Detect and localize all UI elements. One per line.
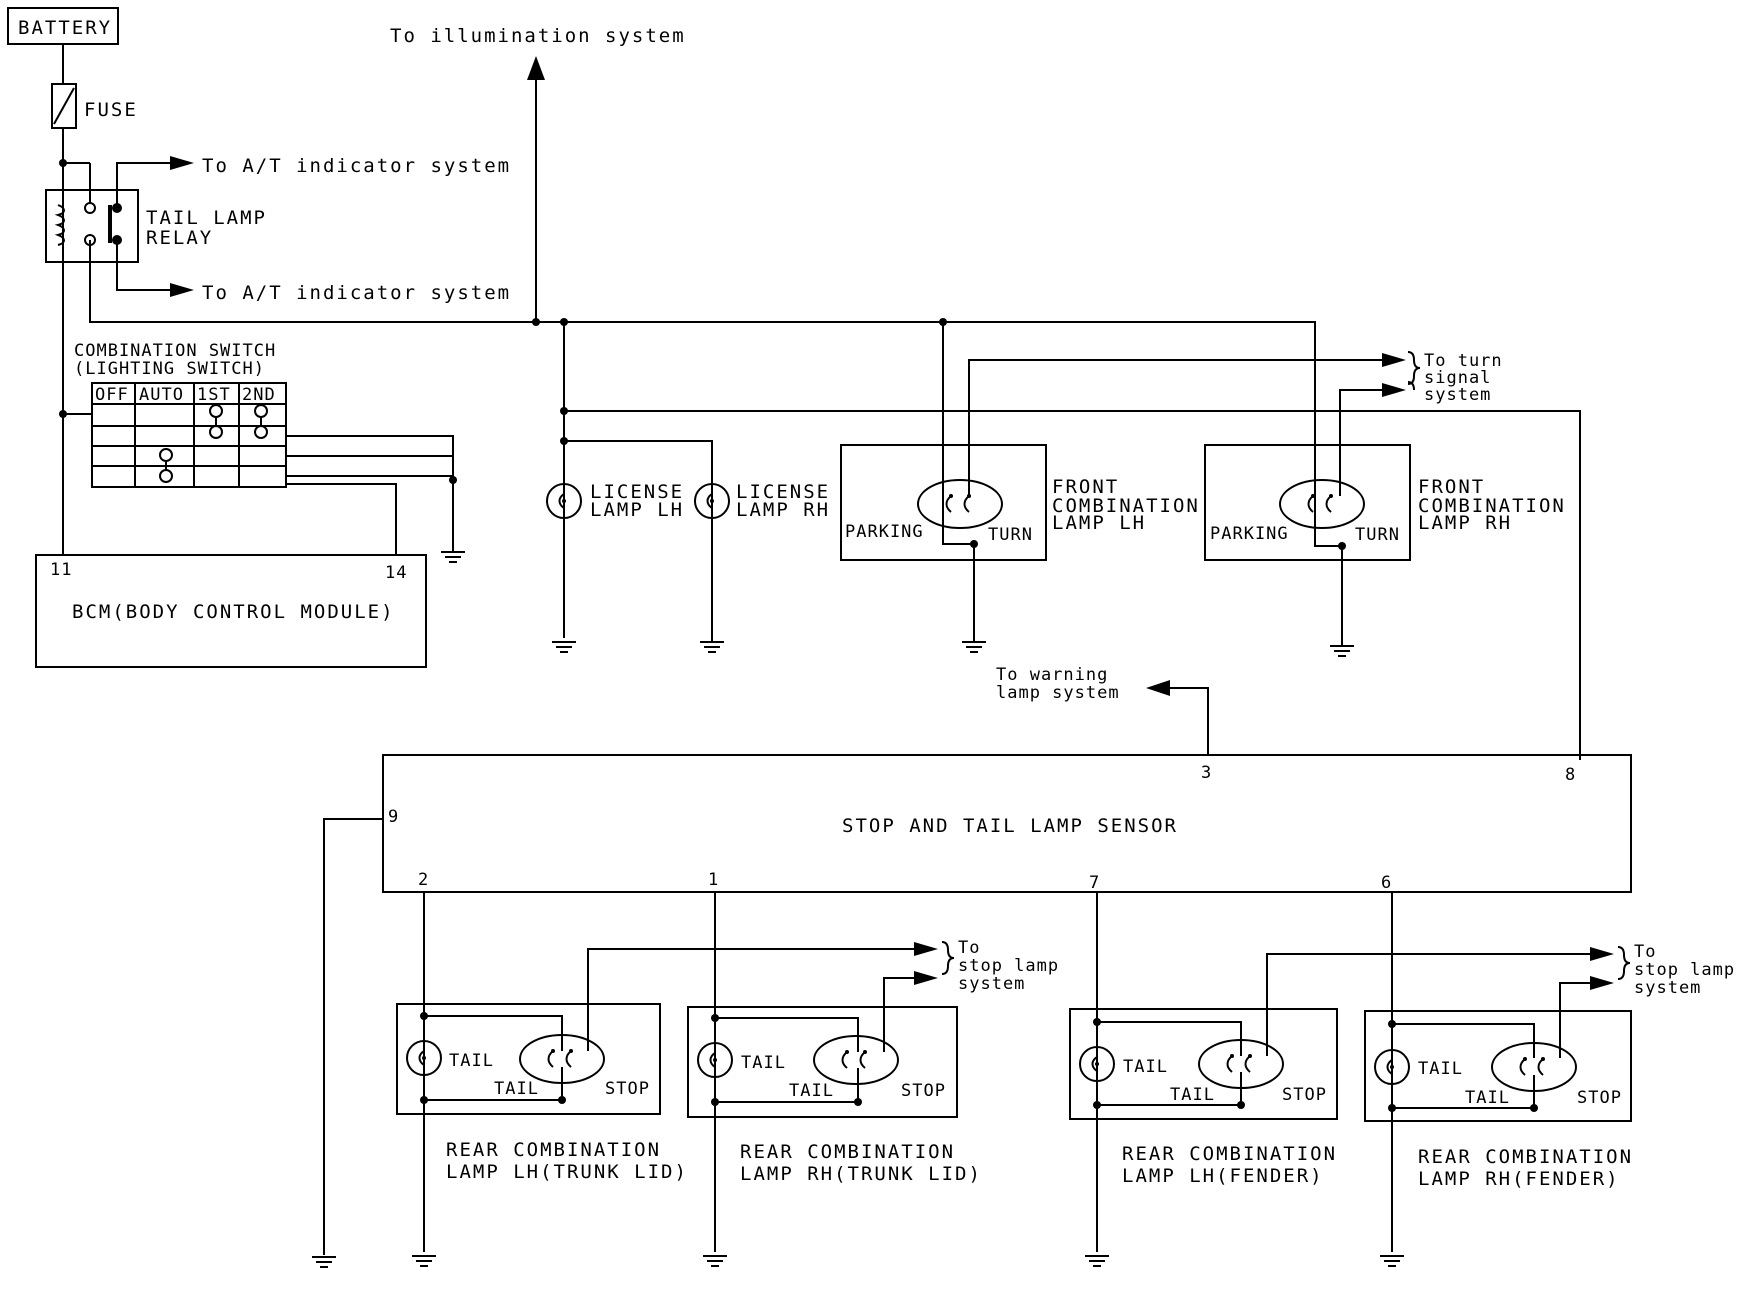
front-lh-parking: PARKING: [845, 522, 924, 542]
to-warning-lamp-system: To warning lamp system: [996, 665, 1120, 703]
rear-rh-fender-tail-2: TAIL: [1465, 1088, 1510, 1108]
front-rh-parking: PARKING: [1210, 524, 1289, 544]
to-stop-2-3: system: [1634, 978, 1701, 998]
license-rh-2: LAMP RH: [736, 499, 830, 521]
rear-lh-fender-2: LAMP LH(FENDER): [1122, 1165, 1324, 1187]
front-combination-lamp-lh: PARKING TURN FRONT COMBINATION LAMP LH: [840, 444, 1200, 561]
rear-lh-fender-caption: REAR COMBINATION LAMP LH(FENDER): [1122, 1143, 1337, 1187]
switch-pos-auto: AUTO: [139, 385, 184, 405]
battery-label: BATTERY: [18, 17, 112, 39]
license-lh-1: LICENSE: [590, 481, 684, 503]
rear-lh-trunk-tail-2: TAIL: [494, 1079, 539, 1099]
rear-rh-fender-2: LAMP RH(FENDER): [1418, 1168, 1620, 1190]
to-stop-1-3: system: [958, 974, 1025, 994]
to-at-indicator-2: To A/T indicator system: [202, 282, 511, 304]
stop-tail-lamp-sensor: STOP AND TAIL LAMP SENSOR 3 8 9 2 1 7 6: [382, 754, 1632, 893]
rear-combination-lamp-rh-fender: TAIL TAIL STOP: [1364, 1010, 1632, 1122]
sensor-pin-7: 7: [1089, 873, 1100, 893]
tail-lamp-relay: TAIL LAMP RELAY: [45, 189, 267, 263]
rear-lh-fender-stop: STOP: [1282, 1085, 1327, 1105]
combination-switch-title: COMBINATION SWITCH: [74, 341, 276, 361]
to-turn-2: signal: [1424, 368, 1491, 388]
license-lamp-lh: LICENSE LAMP LH: [590, 481, 684, 521]
front-lh-1: FRONT: [1052, 476, 1119, 498]
fuse: FUSE: [51, 83, 138, 129]
sensor-pin-6: 6: [1381, 873, 1392, 893]
to-turn-signal-system: To turn signal system: [1424, 351, 1503, 405]
license-rh-1: LICENSE: [736, 481, 830, 503]
rear-lh-trunk-1: REAR COMBINATION: [446, 1139, 661, 1161]
bcm-pin-14: 14: [385, 563, 407, 583]
switch-pos-2nd: 2ND: [242, 385, 276, 405]
front-lh-2: COMBINATION: [1052, 495, 1200, 517]
sensor-pin-2: 2: [418, 870, 429, 890]
to-stop-lamp-system-2: To stop lamp system: [1634, 942, 1735, 998]
rear-rh-trunk-tail-1: TAIL: [741, 1053, 786, 1073]
rear-combination-lamp-lh-trunk: TAIL TAIL STOP: [396, 1003, 661, 1115]
license-lamp-rh: LICENSE LAMP RH: [736, 481, 830, 521]
relay-label-2: RELAY: [146, 227, 213, 249]
rear-rh-trunk-stop: STOP: [901, 1081, 946, 1101]
combination-switch-label: COMBINATION SWITCH (LIGHTING SWITCH): [74, 341, 276, 379]
bcm-label: BCM(BODY CONTROL MODULE): [72, 601, 395, 623]
rear-combination-lamp-lh-fender: TAIL TAIL STOP: [1069, 1008, 1338, 1120]
rear-lh-fender-tail-2: TAIL: [1170, 1085, 1215, 1105]
rear-rh-trunk-caption: REAR COMBINATION LAMP RH(TRUNK LID): [740, 1141, 982, 1185]
to-turn-1: To turn: [1424, 351, 1503, 371]
to-stop-lamp-system-1: To stop lamp system: [958, 938, 1059, 994]
rear-rh-fender-1: REAR COMBINATION: [1418, 1146, 1633, 1168]
combination-switch-subtitle: (LIGHTING SWITCH): [74, 359, 265, 379]
rear-lh-trunk-stop: STOP: [605, 1079, 650, 1099]
to-turn-3: system: [1424, 385, 1491, 405]
bcm-module: 11 14 BCM(BODY CONTROL MODULE): [35, 554, 427, 668]
to-warning-2: lamp system: [996, 683, 1120, 703]
front-rh-2: COMBINATION: [1418, 495, 1566, 517]
switch-pos-off: OFF: [95, 385, 129, 405]
to-illumination-system: To illumination system: [390, 25, 686, 47]
rear-rh-trunk-tail-2: TAIL: [789, 1081, 834, 1101]
rear-lh-trunk-caption: REAR COMBINATION LAMP LH(TRUNK LID): [446, 1139, 688, 1183]
sensor-pin-3: 3: [1201, 763, 1212, 783]
front-lh-3: LAMP LH: [1052, 512, 1146, 534]
to-warning-1: To warning: [996, 665, 1108, 685]
front-lh-turn: TURN: [988, 525, 1033, 545]
sensor-pin-1: 1: [708, 870, 719, 890]
to-at-indicator-1: To A/T indicator system: [202, 155, 511, 177]
rear-lh-trunk-2: LAMP LH(TRUNK LID): [446, 1161, 688, 1183]
license-lh-2: LAMP LH: [590, 499, 684, 521]
rear-rh-fender-tail-1: TAIL: [1418, 1059, 1463, 1079]
to-stop-2-2: stop lamp: [1634, 960, 1735, 980]
relay-label-1: TAIL LAMP: [146, 207, 267, 229]
rear-lh-fender-tail-1: TAIL: [1123, 1057, 1168, 1077]
rear-combination-lamp-rh-trunk: TAIL TAIL STOP: [687, 1006, 958, 1118]
front-combination-lamp-rh: PARKING TURN FRONT COMBINATION LAMP RH: [1204, 444, 1566, 561]
switch-pos-1st: 1ST: [197, 385, 231, 405]
front-rh-1: FRONT: [1418, 476, 1485, 498]
bcm-pin-11: 11: [50, 560, 72, 580]
sensor-pin-9: 9: [388, 807, 399, 827]
rear-lh-fender-1: REAR COMBINATION: [1122, 1143, 1337, 1165]
rear-rh-trunk-2: LAMP RH(TRUNK LID): [740, 1163, 982, 1185]
sensor-label: STOP AND TAIL LAMP SENSOR: [842, 815, 1178, 837]
rear-lh-trunk-tail-1: TAIL: [449, 1051, 494, 1071]
to-stop-2-1: To: [1634, 942, 1656, 962]
front-rh-3: LAMP RH: [1418, 512, 1512, 534]
combination-switch-table: OFF AUTO 1ST 2ND: [91, 382, 287, 488]
rear-rh-fender-caption: REAR COMBINATION LAMP RH(FENDER): [1418, 1146, 1633, 1190]
sensor-pin-8: 8: [1565, 765, 1576, 785]
battery-block: BATTERY: [7, 7, 119, 45]
rear-rh-fender-stop: STOP: [1577, 1088, 1622, 1108]
fuse-label: FUSE: [84, 99, 138, 121]
to-stop-1-1: To: [958, 938, 980, 958]
to-stop-1-2: stop lamp: [958, 956, 1059, 976]
rear-rh-trunk-1: REAR COMBINATION: [740, 1141, 955, 1163]
front-rh-turn: TURN: [1355, 525, 1400, 545]
